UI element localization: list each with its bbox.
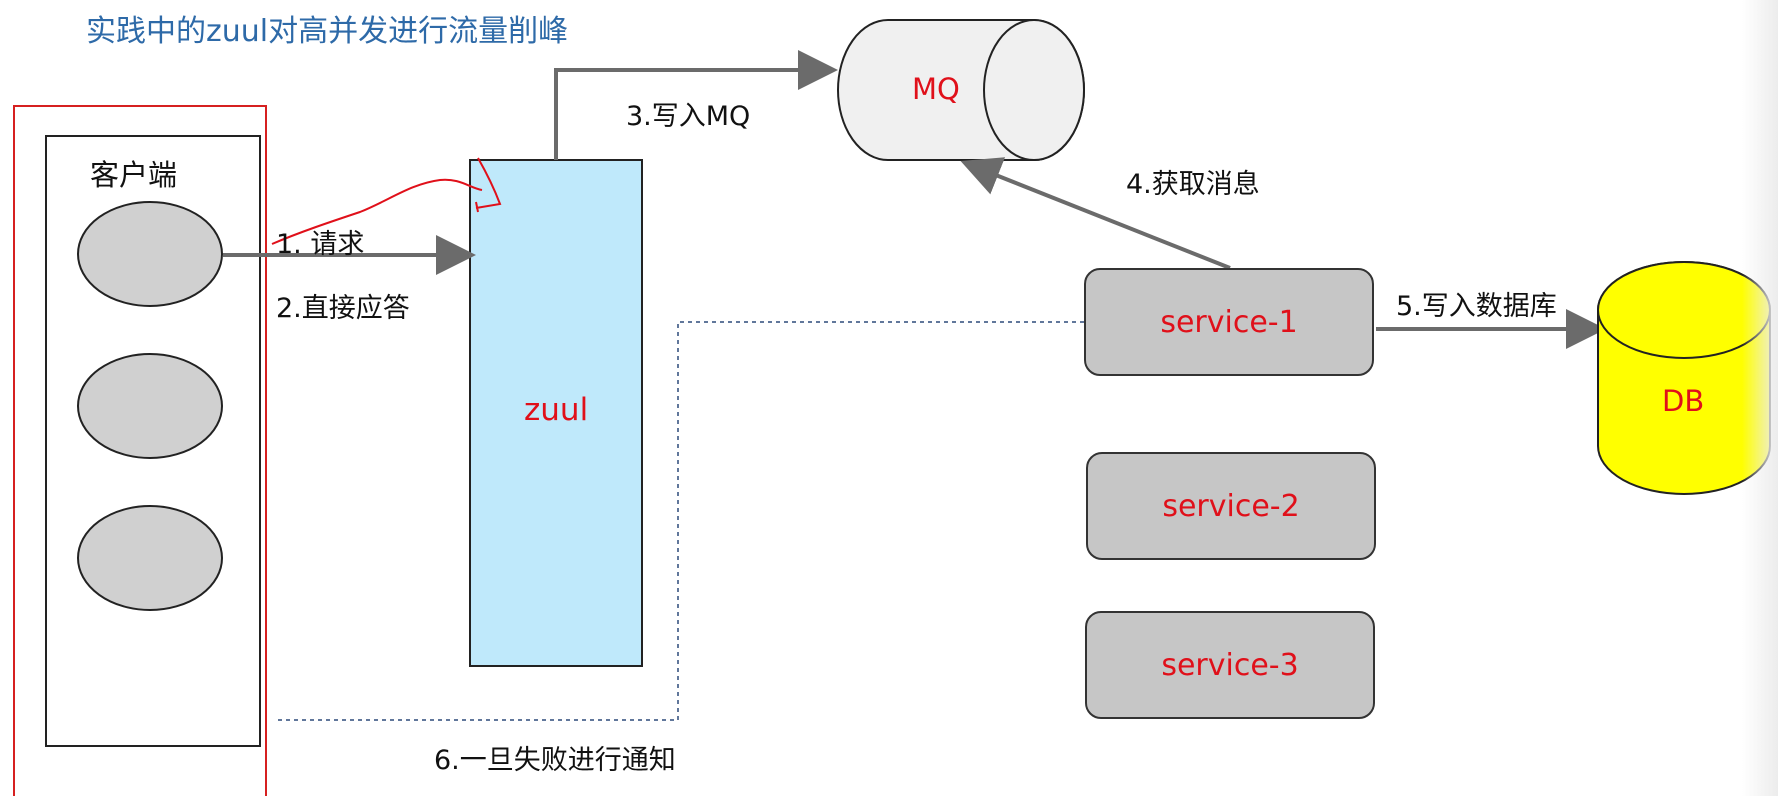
mq-cylinder xyxy=(837,19,1085,161)
client-ellipse-1 xyxy=(77,201,223,307)
handwritten-annotation-mark xyxy=(475,157,502,213)
page-edge-shadow xyxy=(1742,0,1778,796)
service-2-node: service-2 xyxy=(1086,452,1376,560)
client-highlight-frame xyxy=(13,105,267,796)
failure-notify-dashed-line xyxy=(276,321,1084,721)
service-1-label: service-1 xyxy=(1160,304,1298,340)
client-ellipse-2 xyxy=(77,353,223,459)
client-ellipse-3 xyxy=(77,505,223,611)
step-failure-notify-label: 6.一旦失败进行通知 xyxy=(434,745,676,776)
diagram-title: 实践中的zuul对高并发进行流量削峰 xyxy=(86,14,569,49)
client-label: 客户端 xyxy=(90,158,178,192)
step-direct-reply-label: 2.直接应答 xyxy=(276,293,410,324)
service-3-label: service-3 xyxy=(1161,647,1299,683)
step-fetch-message-label: 4.获取消息 xyxy=(1126,169,1260,200)
mq-label: MQ xyxy=(912,72,960,106)
write-mq-arrow xyxy=(554,50,838,160)
fetch-message-arrow xyxy=(960,157,1231,270)
db-label: DB xyxy=(1662,384,1705,418)
db-cylinder xyxy=(1597,261,1771,495)
step-request-label: 1. 请求 xyxy=(276,229,365,260)
service-1-node: service-1 xyxy=(1084,268,1374,376)
zuul-label: zuul xyxy=(524,392,589,428)
zuul-box xyxy=(469,159,643,667)
service-3-node: service-3 xyxy=(1085,611,1375,719)
service-2-label: service-2 xyxy=(1162,488,1300,524)
step-write-mq-label: 3.写入MQ xyxy=(626,101,751,132)
step-write-db-label: 5.写入数据库 xyxy=(1396,291,1557,322)
handwritten-annotation xyxy=(271,178,483,245)
